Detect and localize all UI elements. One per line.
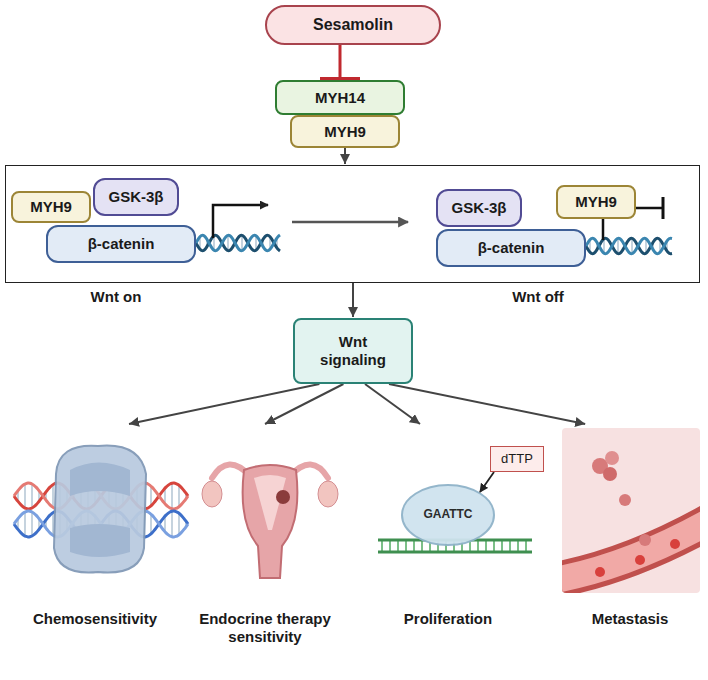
pathway-box: Wnt signaling [293,318,413,384]
sequence-label: GAATTC [420,507,476,521]
protein-box: β-catenin [436,229,586,267]
state-frame: Wnt onWnt offMYH9GSK-3ββ-cateninGSK-3βMY… [5,165,700,283]
block-bar [662,197,665,219]
dna-helix [586,238,672,254]
node-text: MYH9 [575,193,617,211]
state-label: Wnt on [46,288,186,306]
protein-complex [54,446,146,573]
outcome-panel: Chemosensitivity [10,425,180,650]
protein-box: GSK-3β [436,189,522,227]
node-text: β-catenin [88,235,155,253]
node-text: MYH9 [30,198,72,216]
protein-box: MYH9 [556,185,636,219]
protein-box: MYH9 [290,115,400,148]
state-label: Wnt off [468,288,608,306]
node-text: MYH9 [324,123,366,141]
node-text: Proliferation [404,610,492,628]
arrow-connector [365,384,420,424]
arrow-connector [352,283,354,317]
uterus-icon [202,464,338,578]
arrow-connector [265,384,343,424]
transcription-arrow [213,205,268,238]
node-text: Wnt signaling [308,333,398,369]
node-text: Endocrine therapy sensitivity [186,610,344,646]
inhibition-line [339,45,342,79]
protein-box: MYH9 [11,191,91,223]
protein-box: MYH14 [275,80,405,115]
arrow-connector [344,148,346,164]
state-arrow [292,221,408,224]
protein-box: GSK-3β [93,178,179,216]
node-text: GSK-3β [452,199,507,217]
node-text: dTTP [501,451,533,467]
outcome-panel: Endocrine therapy sensitivity [185,425,345,650]
node-text: MYH14 [315,89,365,107]
outcome-panel: Metastasis [560,425,700,650]
node-text: Chemosensitivity [33,610,157,628]
vessel-icon [562,428,700,593]
enzyme [402,485,494,545]
drug-box: Sesamolin [265,5,441,45]
protein-box: β-catenin [46,225,196,263]
dna-helix [196,235,280,251]
leader-arrow [480,472,494,492]
arrow-connector [129,384,319,424]
node-text: Sesamolin [313,15,393,34]
node-text: GSK-3β [109,188,164,206]
node-text: Metastasis [592,610,669,628]
outcome-panel: Proliferation dTTP [348,425,548,650]
molecule-box: dTTP [490,446,544,472]
node-text: β-catenin [478,239,545,257]
arrow-connector [389,384,585,424]
